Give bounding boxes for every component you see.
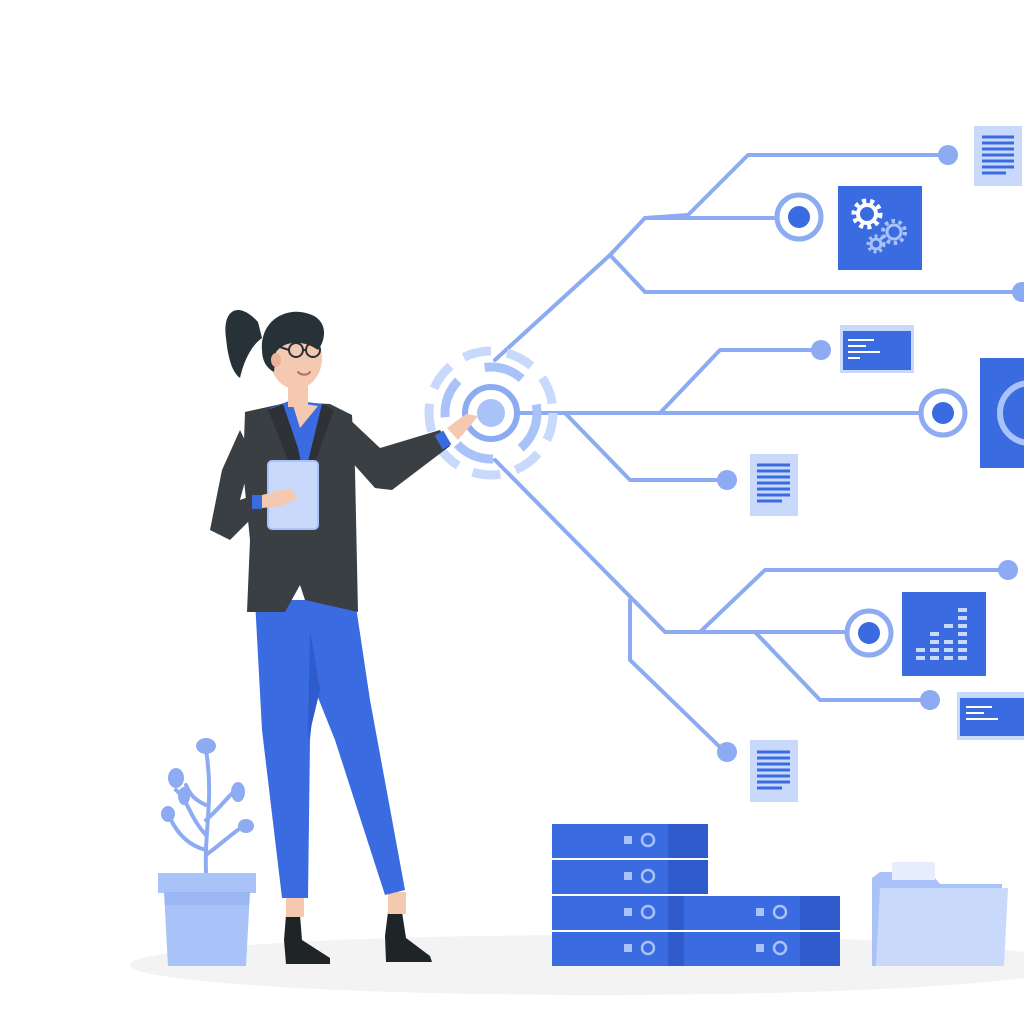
network-lines [493,153,1024,754]
pants [255,600,405,898]
network-nodes [717,145,1024,762]
node-dot [998,560,1018,580]
node-dot [938,145,958,165]
node-dot [717,470,737,490]
code-window-icon [957,692,1024,740]
ring-node [844,608,894,658]
gear-icon [838,186,922,270]
node-dot [811,340,831,360]
document-icon [750,740,798,802]
code-window-icon [840,325,914,373]
ring-node [774,192,824,242]
bar-chart-icon [902,592,986,676]
folder-icon [872,862,1008,966]
ring-node [918,388,968,438]
right-shoe [385,912,432,962]
left-shoe [284,915,330,964]
plant-icon [158,738,256,966]
node-dot [717,742,737,762]
server-icon [552,824,840,966]
woman-figure [210,310,478,964]
hair [261,311,325,372]
node-dot [1012,282,1024,302]
document-icon [750,454,798,516]
central-hub-node [424,346,558,480]
document-icon [974,126,1022,186]
target-icon [980,358,1024,468]
node-dot [920,690,940,710]
